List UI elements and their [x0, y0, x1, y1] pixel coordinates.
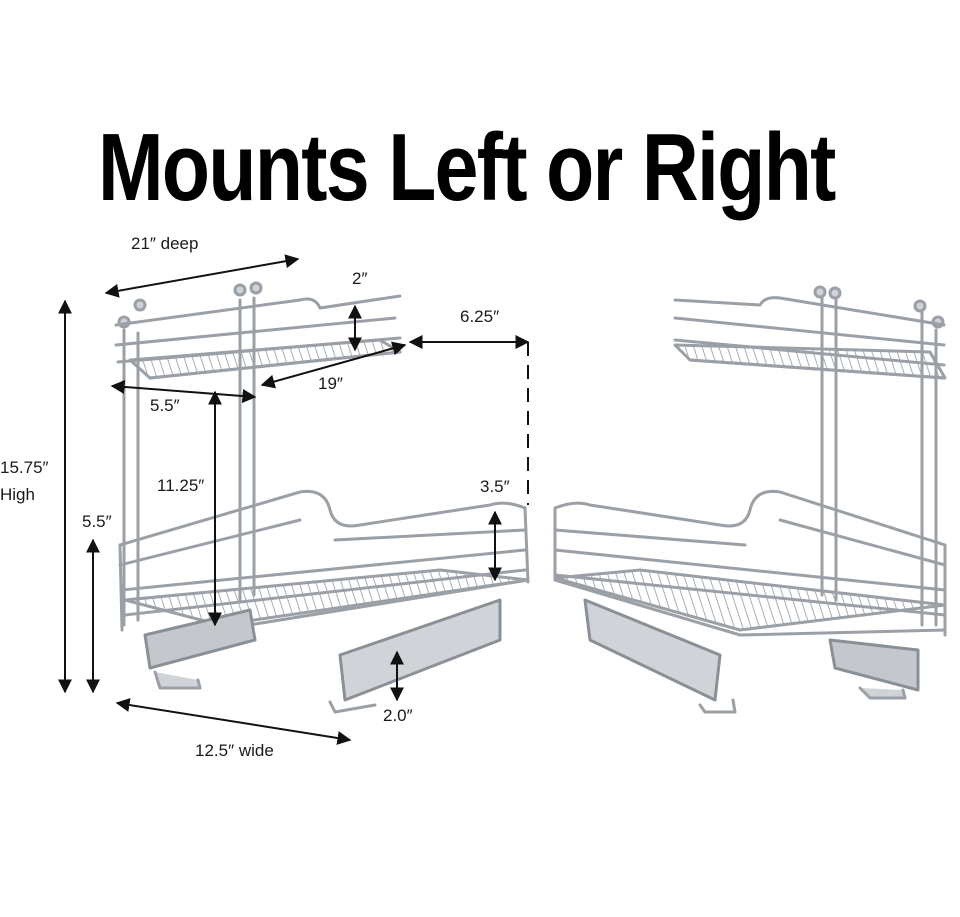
top-inset-label: 5.5″	[150, 396, 180, 415]
depth-arrow	[104, 254, 300, 298]
bottom-rail-label: 3.5″	[480, 477, 510, 496]
top-inset-arrow	[110, 379, 257, 404]
slide-height-label: 2.0″	[383, 706, 413, 725]
inner-height-label: 11.25″	[157, 476, 205, 495]
top-rail-label: 2″	[352, 269, 368, 288]
total-height-word: High	[0, 485, 35, 504]
offset-label: 6.25″	[460, 307, 500, 326]
left-organizer	[114, 281, 530, 714]
depth-label: 21″ deep	[131, 234, 199, 253]
lower-height-label: 5.5″	[82, 512, 112, 531]
right-organizer	[553, 285, 947, 714]
total-height-label: 15.75″	[0, 458, 49, 477]
top-width-arrow	[260, 341, 407, 389]
dimension-arrows	[58, 254, 530, 745]
top-width-label: 19″	[318, 374, 343, 393]
headline: Mounts Left or Right	[98, 114, 836, 221]
width-arrow	[115, 698, 352, 745]
width-label: 12.5″ wide	[195, 741, 274, 760]
